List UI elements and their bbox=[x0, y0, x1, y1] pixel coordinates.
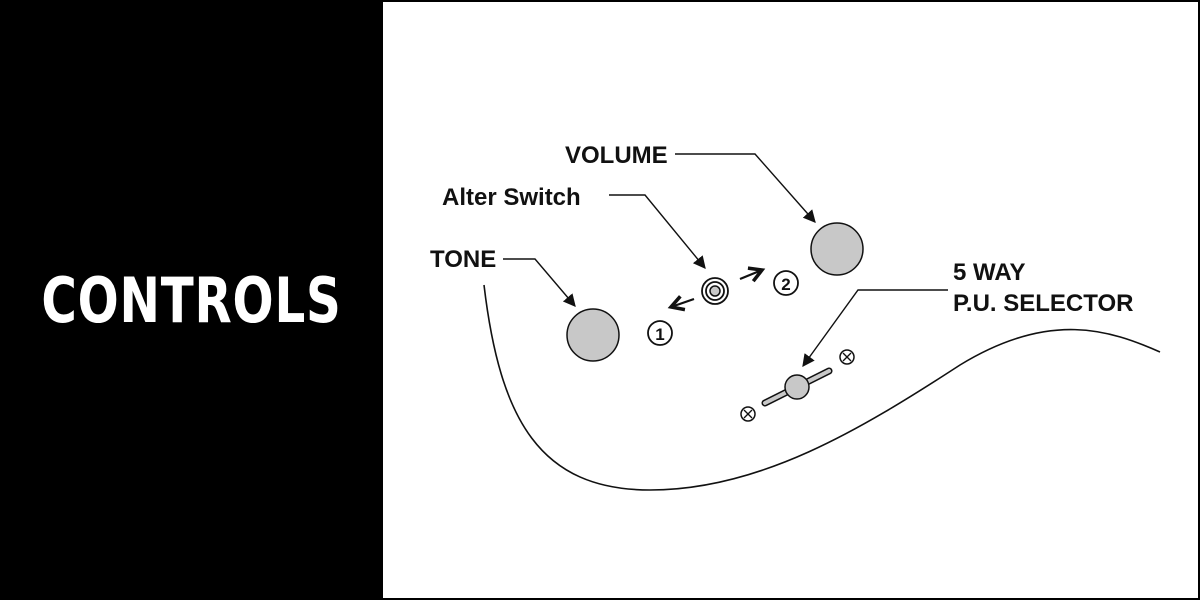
selector-screw-top-icon bbox=[839, 349, 855, 365]
position-2-number: 2 bbox=[781, 275, 790, 294]
position-1-arrow bbox=[671, 299, 695, 307]
alter-switch[interactable] bbox=[701, 277, 729, 305]
selector-screw-bottom-icon bbox=[740, 406, 756, 422]
position-1-number: 1 bbox=[655, 325, 664, 344]
volume-knob[interactable] bbox=[810, 222, 864, 276]
tone-knob[interactable] bbox=[566, 308, 620, 362]
selector-label-line1: 5 WAY bbox=[953, 259, 1025, 286]
left-title-panel: CONTROLS bbox=[0, 0, 383, 600]
panel-title: CONTROLS bbox=[41, 263, 342, 337]
guitar-body-outline bbox=[483, 284, 1161, 491]
volume-leader bbox=[675, 153, 816, 223]
diagram-frame bbox=[383, 0, 1200, 600]
position-2-arrow bbox=[739, 270, 762, 279]
volume-label: VOLUME bbox=[565, 142, 668, 169]
alter-switch-label: Alter Switch bbox=[442, 184, 581, 211]
alter-switch-leader bbox=[609, 194, 706, 269]
tone-leader bbox=[503, 258, 576, 307]
position-1-badge bbox=[647, 320, 673, 346]
selector-knob[interactable] bbox=[784, 374, 810, 400]
selector-label-line2: P.U. SELECTOR bbox=[953, 290, 1134, 317]
tone-label: TONE bbox=[430, 246, 496, 273]
position-2-badge bbox=[773, 270, 799, 296]
selector-leader bbox=[802, 289, 948, 368]
pickup-selector[interactable] bbox=[761, 367, 833, 407]
